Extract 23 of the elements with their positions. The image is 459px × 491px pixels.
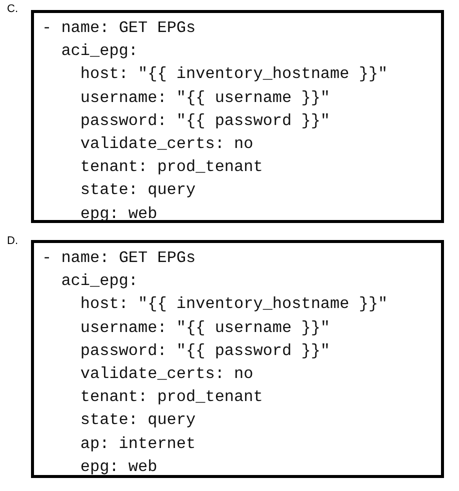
code-line: aci_epg: (61, 271, 138, 292)
code-box (31, 10, 444, 223)
code-line: state: query (80, 410, 196, 430)
code-line: state: query (80, 180, 196, 200)
code-line: host: "{{ inventory_hostname }}" (80, 294, 388, 314)
option-letter: C. (7, 3, 18, 15)
code-line: epg: web (80, 204, 158, 224)
code-line: aci_epg: (61, 41, 138, 62)
code-line: username: "{{ username }}" (80, 88, 330, 108)
code-line: validate_certs: no (80, 134, 254, 154)
code-line: username: "{{ username }}" (80, 318, 330, 338)
code-line: password: "{{ password }}" (80, 110, 330, 131)
code-line: host: "{{ inventory_hostname }}" (80, 64, 388, 84)
code-box (31, 240, 444, 478)
code-line: tenant: prod_tenant (80, 387, 263, 408)
code-line: epg: web (80, 456, 158, 477)
option-letter: D. (7, 235, 18, 247)
code-line: ap: internet (80, 434, 196, 454)
code-line: validate_certs: no (80, 364, 254, 384)
code-line: - name: GET EPGs (42, 18, 196, 38)
code-line: - name: GET EPGs (42, 248, 196, 268)
code-line: tenant: prod_tenant (80, 157, 263, 178)
code-line: password: "{{ password }}" (80, 340, 330, 361)
